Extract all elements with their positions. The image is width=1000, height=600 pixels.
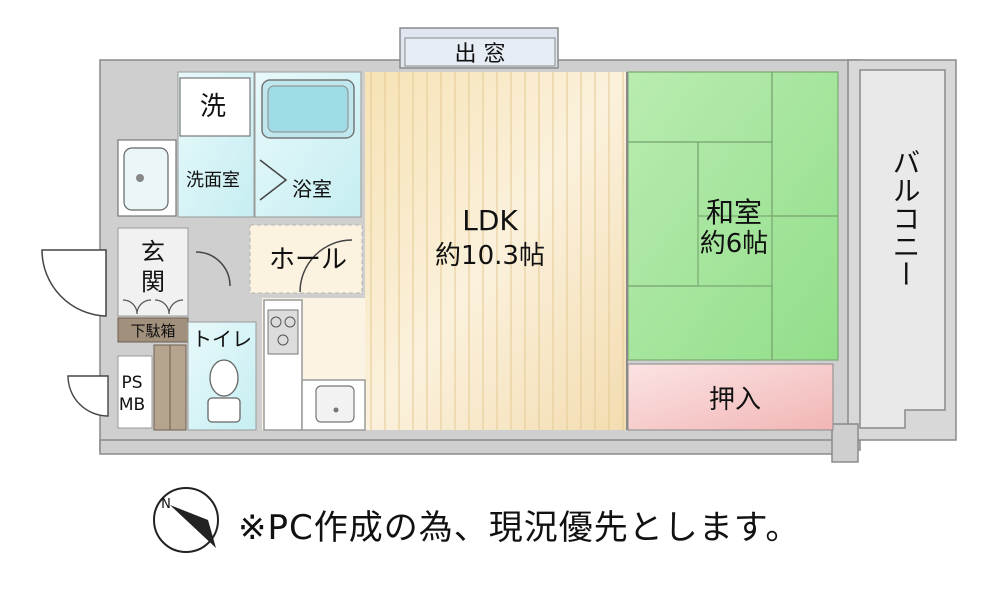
toilet-label: トイレ [192,327,252,351]
balcony-label: バルコニー [889,148,922,288]
toilet-icon [209,359,239,397]
bathroom-label: 浴室 [292,177,332,201]
entrance-door-swing [41,249,107,317]
getabako-shoe-cabinet [117,317,189,343]
ps-mb-area [67,355,153,429]
washitsu-room [627,71,839,361]
hall-label: ホール [269,245,347,275]
disclaimer-note: ※PC作成の為、現況優先とします。 [238,508,801,548]
getabako-label: 下駄箱 [130,322,175,340]
toilet-room [153,251,257,431]
stove-icon [267,309,299,355]
washitsu-name-label: 和室 [706,196,762,229]
washitsu-size-label: 約6帖 [700,229,769,259]
sink-icon [315,385,355,423]
genkan-entrance [41,227,189,317]
compass-icon: N [153,487,219,553]
oshiire-label: 押入 [709,385,761,415]
bath-door-icon [259,159,288,201]
washroom [117,71,288,218]
toilet-door-swing [195,251,231,287]
genkan-label-line-2: 関 [141,268,165,296]
shoe-cabinet-doors-icon [122,299,184,315]
ps-label: PS [121,373,142,393]
vanity-sink-icon [123,147,169,211]
ldk-size-label: 約10.3帖 [435,241,545,271]
washing-machine-space [179,77,251,137]
bathroom [254,71,362,218]
laundry-label: 洗 [200,92,226,122]
hall-door-swing [299,239,353,293]
bay-window [404,37,556,67]
compass-north-label: N [161,497,171,512]
genkan-label: 玄関 [141,238,165,296]
ldk-name-label: LDK [462,204,518,237]
bay-window-label: 出 窓 [455,42,506,67]
hall-area [249,224,363,294]
ps-door-swing [67,375,109,417]
genkan-label-line-1: 玄 [141,238,165,266]
ldk-room [365,72,627,430]
mb-label: MB [119,395,145,415]
washroom-label: 洗面室 [186,170,240,191]
oshiire-closet [627,363,834,431]
kitchen-counter [262,298,366,431]
